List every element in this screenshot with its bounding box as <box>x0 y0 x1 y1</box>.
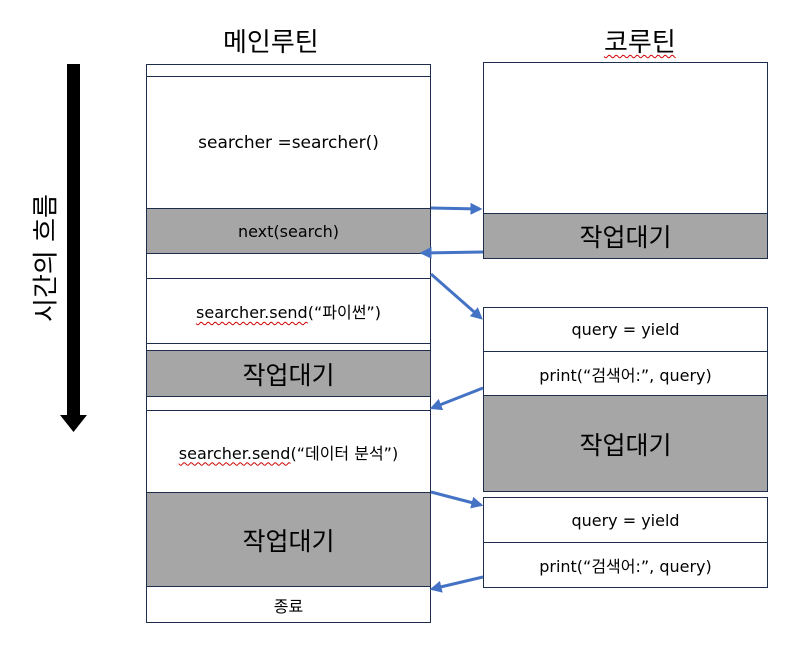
coroutine-heading: 코루틴 <box>604 22 676 59</box>
main-end-step: 종료 <box>146 586 431 623</box>
coroutine-wait-text-1: 작업대기 <box>579 223 672 252</box>
coroutine-print-text-1: print(“검색어:”, query) <box>539 365 712 385</box>
main-wait-step-2: 작업대기 <box>146 492 431 587</box>
time-flow-arrow-head <box>60 415 87 432</box>
coroutine-yield-text-2: query = yield <box>571 510 680 530</box>
coroutine-wait-step-2: 작업대기 <box>483 395 768 492</box>
arrow-next-to-coroutine <box>430 202 483 215</box>
arrow-coroutine-wait-to-main <box>419 246 484 259</box>
main-send1-object: searcher.send <box>196 303 308 322</box>
arrow-print1-to-main <box>429 386 484 411</box>
main-wait-text-1: 작업대기 <box>242 360 335 390</box>
main-routine-heading: 메인루틴 <box>223 28 319 58</box>
main-end-text: 종료 <box>273 596 304 616</box>
arrow-send1-to-coroutine <box>430 272 483 320</box>
main-send2-object: searcher.send <box>178 443 291 463</box>
arrow-send2-to-coroutine <box>430 490 484 509</box>
coroutine-yield-step-2: query = yield <box>483 497 768 543</box>
time-flow-arrow-shaft <box>67 64 80 416</box>
main-create-text: searcher =searcher() <box>198 132 379 153</box>
coroutine-print-step-2: print(“검색어:”, query) <box>483 542 768 588</box>
main-gap-1 <box>146 253 431 279</box>
main-send1-text: searcher.send(“파이썬”) <box>196 299 381 323</box>
main-next-text: next(search) <box>237 221 340 241</box>
coroutine-print-step-1: print(“검색어:”, query) <box>483 351 768 396</box>
coroutine-print-text-2: print(“검색어:”, query) <box>539 557 712 576</box>
coroutine-heading-text: 코루틴 <box>604 28 676 58</box>
main-create-step: searcher =searcher() <box>146 76 431 209</box>
main-wait-text-2: 작업대기 <box>242 526 335 556</box>
main-send2-text: searcher.send(“데이터 분석”) <box>179 440 398 464</box>
coroutine-wait-step-1: 작업대기 <box>483 213 768 259</box>
coroutine-yield-text-1: query = yield <box>571 320 680 339</box>
main-send2-step: searcher.send(“데이터 분석”) <box>146 410 431 493</box>
main-send1-step: searcher.send(“파이썬”) <box>146 278 431 344</box>
main-send2-argument: (“데이터 분석”) <box>290 443 399 463</box>
main-send1-argument: (“파이썬”) <box>307 303 381 322</box>
arrow-print2-to-main <box>429 575 484 593</box>
coroutine-wait-text-2: 작업대기 <box>579 430 672 460</box>
